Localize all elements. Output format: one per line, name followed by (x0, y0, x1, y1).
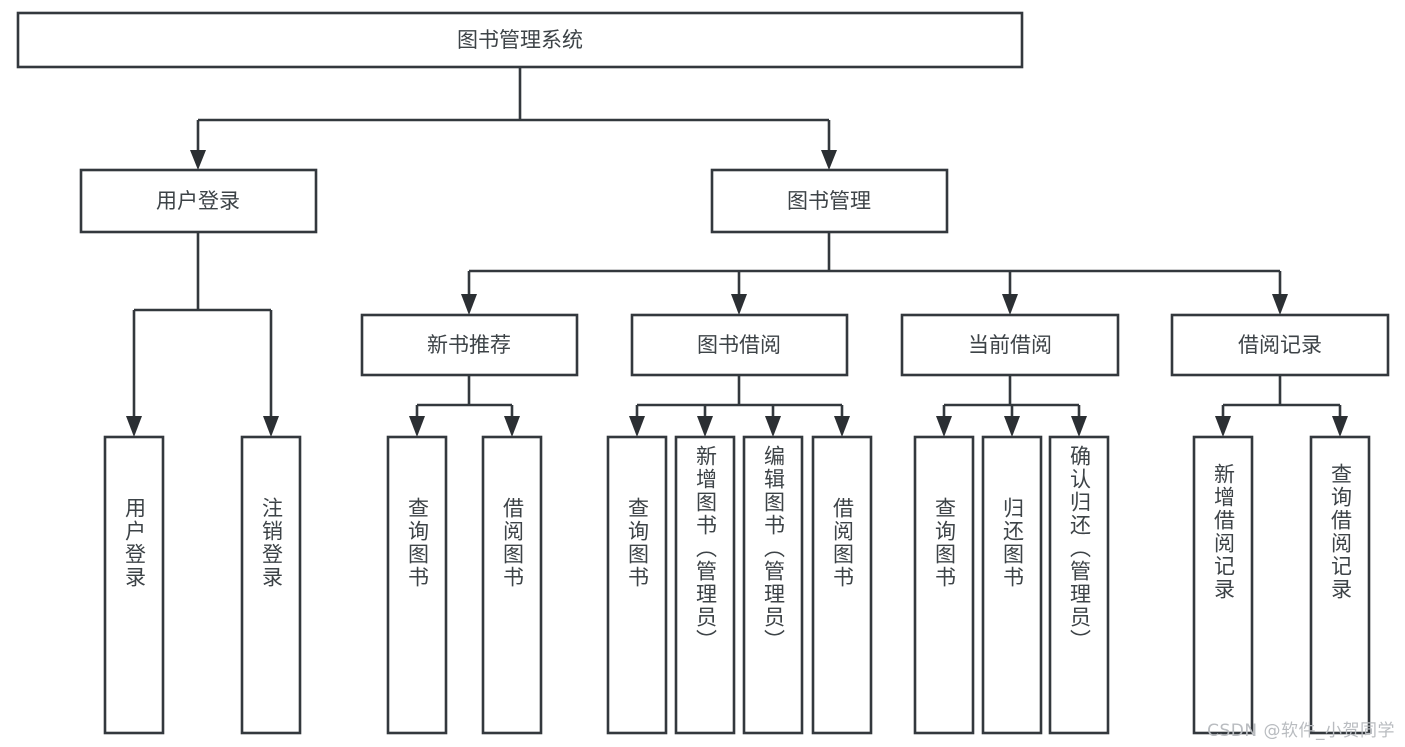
node-current-borrow-label: 当前借阅 (968, 333, 1052, 357)
arrow-head-icon (263, 416, 279, 437)
arrow-head-icon (834, 416, 850, 437)
node-root-label: 图书管理系统 (457, 28, 583, 52)
node-leaf-query-book-1[interactable] (386, 435, 448, 735)
node-current-borrow[interactable] (900, 313, 1120, 377)
nodes-layer: 图书管理系统 用户登录 图书管理 新书推荐 图书借阅 当前借阅 借阅记录 (16, 11, 1390, 735)
node-leaf-borrow-book-2[interactable] (811, 435, 873, 735)
node-leaf-add-book-admin[interactable] (674, 435, 736, 735)
node-book-manage[interactable] (710, 168, 949, 234)
node-root[interactable] (16, 11, 1024, 69)
node-new-book-recommend[interactable] (360, 313, 579, 377)
arrow-head-icon (409, 416, 425, 437)
node-leaf-query-book-2[interactable] (606, 435, 668, 735)
connectors-layer (126, 67, 1348, 437)
node-new-book-recommend-label: 新书推荐 (427, 333, 511, 357)
arrow-head-icon (1215, 416, 1231, 437)
node-leaf-user-login[interactable] (103, 435, 165, 735)
arrow-head-icon (1071, 416, 1087, 437)
node-leaf-query-book-3[interactable] (913, 435, 975, 735)
node-leaf-return-book[interactable] (981, 435, 1043, 735)
arrow-head-icon (765, 416, 781, 437)
node-leaf-borrow-book-1[interactable] (481, 435, 543, 735)
node-leaf-edit-book-admin[interactable] (742, 435, 804, 735)
node-book-borrow[interactable] (630, 313, 849, 377)
node-leaf-logout-login[interactable] (240, 435, 302, 735)
node-user-login-label: 用户登录 (156, 189, 240, 213)
node-book-manage-label: 图书管理 (787, 189, 871, 213)
arrow-head-icon (629, 416, 645, 437)
arrow-head-icon (697, 416, 713, 437)
arrow-head-icon (126, 416, 142, 437)
node-leaf-confirm-return-admin[interactable] (1048, 435, 1110, 735)
node-borrow-record[interactable] (1170, 313, 1390, 377)
node-book-borrow-label: 图书借阅 (697, 333, 781, 357)
node-user-login[interactable] (79, 168, 318, 234)
node-leaf-query-borrow-record[interactable] (1309, 435, 1371, 735)
node-leaf-add-borrow-record[interactable] (1192, 435, 1254, 735)
node-borrow-record-label: 借阅记录 (1238, 333, 1322, 357)
arrow-head-icon (504, 416, 520, 437)
arrow-head-icon (1272, 294, 1288, 315)
arrow-head-icon (461, 294, 477, 315)
arrow-head-icon (1332, 416, 1348, 437)
arrow-head-icon (821, 150, 837, 170)
arrow-head-icon (1002, 294, 1018, 315)
arrow-head-icon (731, 294, 747, 315)
arrow-head-icon (190, 150, 206, 170)
csdn-watermark: CSDN @软件_小贺同学 (1207, 721, 1395, 741)
arrow-head-icon (936, 416, 952, 437)
arrow-head-icon (1004, 416, 1020, 437)
